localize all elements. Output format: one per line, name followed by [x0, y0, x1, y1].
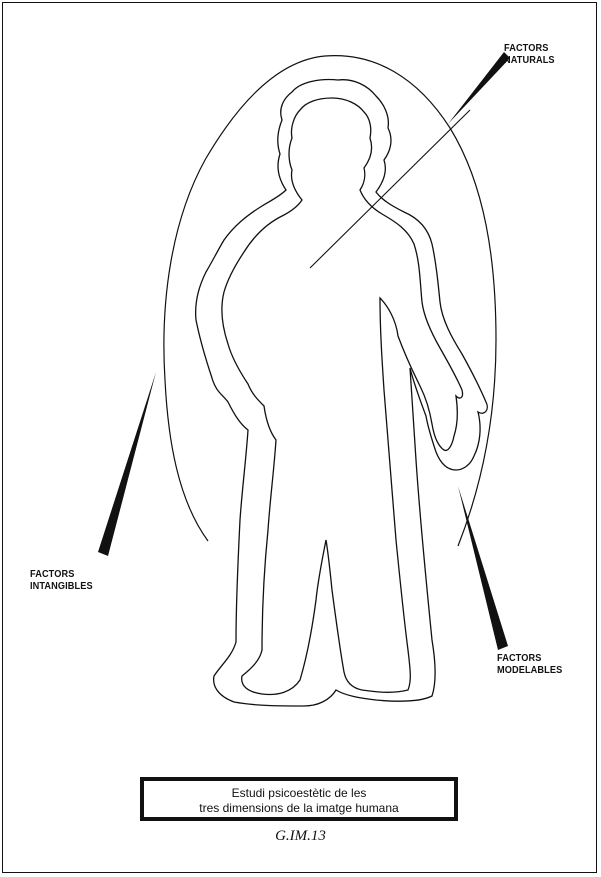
natural-body-outline — [222, 98, 463, 694]
intangible-aura-outline — [164, 56, 496, 546]
modelable-factors-label: FACTORS MODELABLES — [497, 653, 562, 677]
figure-code: G.IM.13 — [0, 828, 601, 845]
intangible-pointer-wedge — [98, 372, 156, 556]
modelable-factors-line1: FACTORS — [497, 653, 562, 665]
natural-factors-line2: NATURALS — [504, 55, 555, 67]
natural-factors-line1: FACTORS — [504, 43, 555, 55]
intangible-factors-line2: INTANGIBLES — [30, 581, 93, 593]
modelable-pointer-wedge — [458, 486, 508, 650]
modelable-body-outline — [196, 80, 488, 707]
natural-pointer-wedge — [448, 52, 510, 124]
caption-line2: tres dimensions de la imatge humana — [144, 801, 454, 816]
caption-box: Estudi psicoestètic de les tres dimensio… — [140, 777, 458, 821]
caption-line1: Estudi psicoestètic de les — [144, 786, 454, 801]
natural-factors-label: FACTORS NATURALS — [504, 43, 555, 67]
intangible-factors-line1: FACTORS — [30, 569, 93, 581]
modelable-factors-line2: MODELABLES — [497, 665, 562, 677]
intangible-factors-label: FACTORS INTANGIBLES — [30, 569, 93, 593]
